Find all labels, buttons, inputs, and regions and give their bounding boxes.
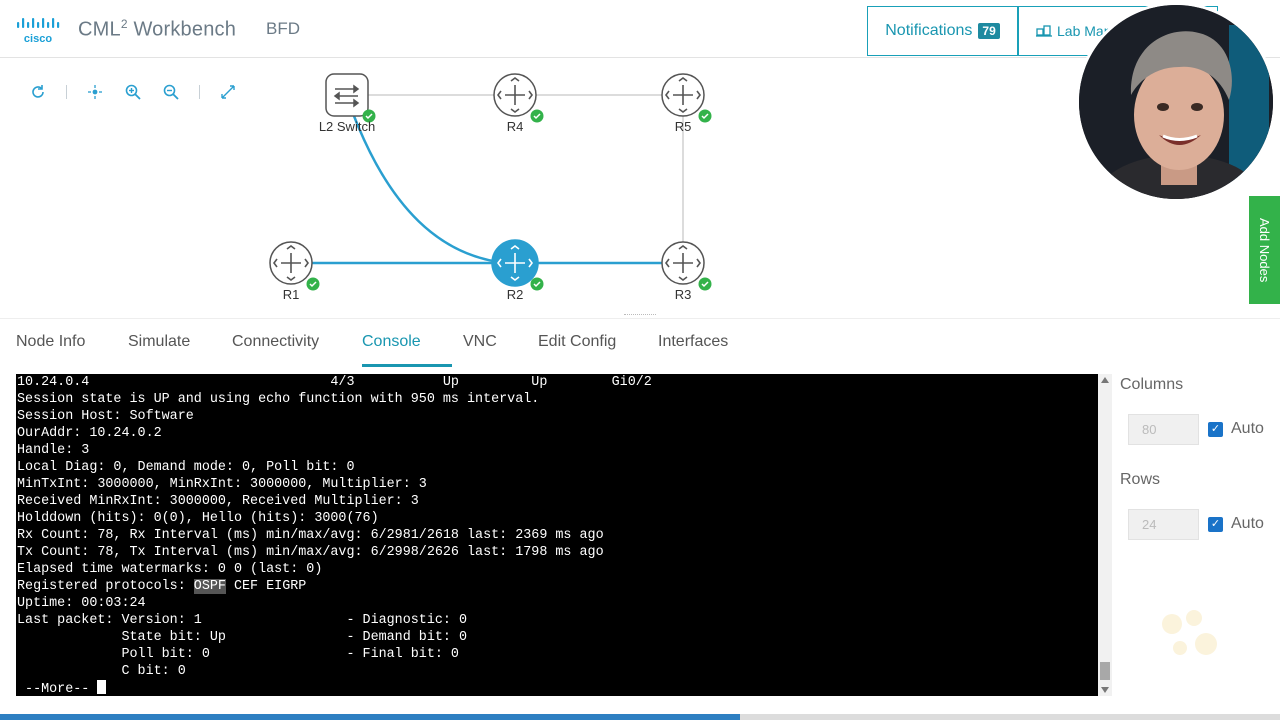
tab-node-info[interactable]: Node Info [16,333,86,350]
active-tab-indicator [362,364,452,367]
rows-auto-checkbox[interactable]: ✓ [1208,517,1223,532]
columns-input[interactable]: 80 [1128,414,1199,445]
cisco-logo: cisco [17,18,60,45]
console-line: Rx Count: 78, Rx Interval (ms) min/max/a… [17,528,604,543]
node-r2[interactable] [491,239,544,291]
app-header: cisco CML2 Workbench BFD Notifications 7… [0,0,1280,58]
toolbar-divider [66,85,67,99]
presenter-webcam [1076,2,1276,202]
console-line: Session Host: Software [17,409,194,424]
app-title-rest: Workbench [127,18,237,41]
notifications-button[interactable]: Notifications 79 [867,6,1018,56]
scroll-thumb[interactable] [1100,662,1110,680]
topology-canvas[interactable]: L2 Switch R4 R5 R1 R2 R3 Add Nodes [0,58,1280,320]
add-nodes-button[interactable]: Add Nodes [1249,196,1280,304]
tab-edit-config[interactable]: Edit Config [538,333,617,350]
decorative-dots [1162,610,1217,655]
toolbar-divider [199,85,200,99]
canvas-toolbar [28,82,238,102]
lab-manager-label: Lab Man [1057,23,1112,39]
columns-auto-label: Auto [1231,420,1264,437]
terminal-cursor [97,680,107,694]
scroll-up-arrow-icon[interactable] [1101,377,1109,383]
protocols-prefix: Registered protocols: [17,579,194,594]
columns-auto-checkbox[interactable]: ✓ [1208,422,1223,437]
link-l2switch-r2[interactable] [352,115,507,265]
lab-manager-icon [1036,25,1052,37]
console-terminal[interactable]: 10.24.0.4 4/3 Up Up Gi0/2 Session state … [16,374,1098,696]
console-line: Uptime: 00:03:24 [17,596,146,611]
node-r3[interactable] [661,241,712,291]
console-line: Local Diag: 0, Demand mode: 0, Poll bit:… [17,460,355,475]
console-line: Last packet: Version: 1 - Diagnostic: 0 [17,613,467,628]
rows-input[interactable]: 24 [1128,509,1199,540]
node-r1[interactable] [269,241,320,291]
node-r5[interactable] [661,73,712,123]
console-line: OurAddr: 10.24.0.2 [17,426,162,441]
app-title-main: CML [78,18,121,41]
node-label-r2: R2 [506,287,524,302]
console-line: C bit: 0 [17,664,186,679]
rows-label: Rows [1120,471,1161,488]
node-label-r5: R5 [674,119,692,134]
console-line: Holddown (hits): 0(0), Hello (hits): 300… [17,511,379,526]
console-line: Handle: 3 [17,443,90,458]
console-line: State bit: Up - Demand bit: 0 [17,630,467,645]
rows-auto-label: Auto [1231,515,1264,532]
protocols-rest: CEF EIGRP [225,579,307,594]
tab-interfaces[interactable]: Interfaces [658,333,729,350]
columns-label: Columns [1120,376,1184,393]
console-line: 10.24.0.4 4/3 Up Up Gi0/2 [17,375,652,390]
more-prompt: --More-- [17,682,98,696]
zoom-in-icon[interactable] [123,82,143,102]
console-line: Tx Count: 78, Tx Interval (ms) min/max/a… [17,545,604,560]
node-r4[interactable] [493,73,544,123]
console-settings: Columns 80 ✓ Auto Rows 24 ✓ Auto [1120,374,1280,704]
presenter-face-image [1079,5,1273,199]
cisco-logo-text: cisco [24,33,52,45]
console-line: MinTxInt: 3000000, MinRxInt: 3000000, Mu… [17,477,427,492]
bottom-progress-bar [0,714,1280,720]
node-label-r3: R3 [674,287,692,302]
protocols-highlight: OSPF [193,579,226,594]
console-line: Poll bit: 0 - Final bit: 0 [17,647,459,662]
node-l2-switch[interactable] [325,73,376,123]
tab-simulate[interactable]: Simulate [128,333,191,350]
console-line-protocols: Registered protocols: OSPF CEF EIGRP [17,579,306,594]
node-label-r4: R4 [506,119,524,134]
notifications-count-badge: 79 [978,23,1000,39]
zoom-out-icon[interactable] [161,82,181,102]
tab-console[interactable]: Console [362,333,421,350]
fit-icon[interactable] [218,82,238,102]
app-title-sup: 2 [120,17,128,31]
scroll-down-arrow-icon[interactable] [1101,687,1109,693]
lab-name[interactable]: BFD [266,19,300,38]
console-line: Session state is UP and using echo funct… [17,392,540,407]
reset-icon[interactable] [28,82,48,102]
center-icon[interactable] [85,82,105,102]
add-nodes-label: Add Nodes [1257,217,1272,283]
console-line: Elapsed time watermarks: 0 0 (last: 0) [17,562,323,577]
topology-graph [269,73,712,291]
tab-connectivity[interactable]: Connectivity [232,333,320,350]
node-label-r1: R1 [282,287,300,302]
app-title: CML2 Workbench [78,17,236,42]
bottom-progress-fill [0,714,740,720]
console-line: Received MinRxInt: 3000000, Received Mul… [17,494,419,509]
tab-vnc[interactable]: VNC [463,333,497,350]
node-label-l2-switch: L2 Switch [318,119,376,134]
notifications-label: Notifications [885,22,973,39]
console-scrollbar[interactable] [1098,374,1112,696]
node-tabs: Node Info Simulate Connectivity Console … [0,318,1280,367]
